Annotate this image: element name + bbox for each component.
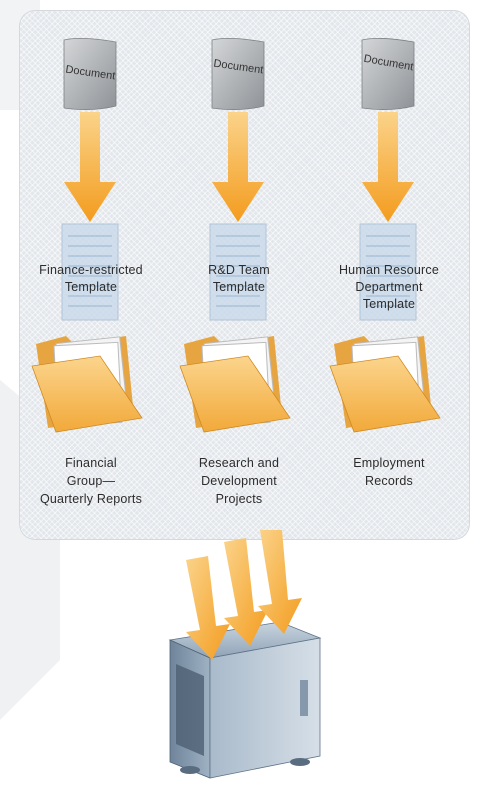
group-label: Research and Development Projects <box>198 456 280 506</box>
arrow-down-icon <box>362 112 414 222</box>
column-rd: Document R&D Team Template Research and … <box>164 0 314 540</box>
template-icon <box>61 223 119 321</box>
folder-icon <box>179 336 291 433</box>
template-label: Finance-restricted Template <box>39 263 143 294</box>
template-icon <box>359 223 417 321</box>
group-label: Financial Group— Quarterly Reports <box>39 456 143 506</box>
column-hr: Document Human Resource Department Templ… <box>314 0 464 540</box>
column-finance: Document Finance-restricted Template Fin… <box>16 0 166 540</box>
document-icon: Document <box>211 38 265 110</box>
folder-icon <box>31 336 143 433</box>
folder-icon <box>329 336 441 433</box>
template-label: R&D Team Template <box>208 263 270 294</box>
group-label: Employment Records <box>353 456 425 488</box>
document-icon: Document <box>361 38 415 110</box>
arrow-down-icon <box>212 112 264 222</box>
template-icon <box>209 223 267 321</box>
server-icon <box>168 530 322 779</box>
template-label: Human Resource Department Template <box>338 263 440 311</box>
arrow-down-icon <box>64 112 116 222</box>
document-icon: Document <box>63 38 117 110</box>
